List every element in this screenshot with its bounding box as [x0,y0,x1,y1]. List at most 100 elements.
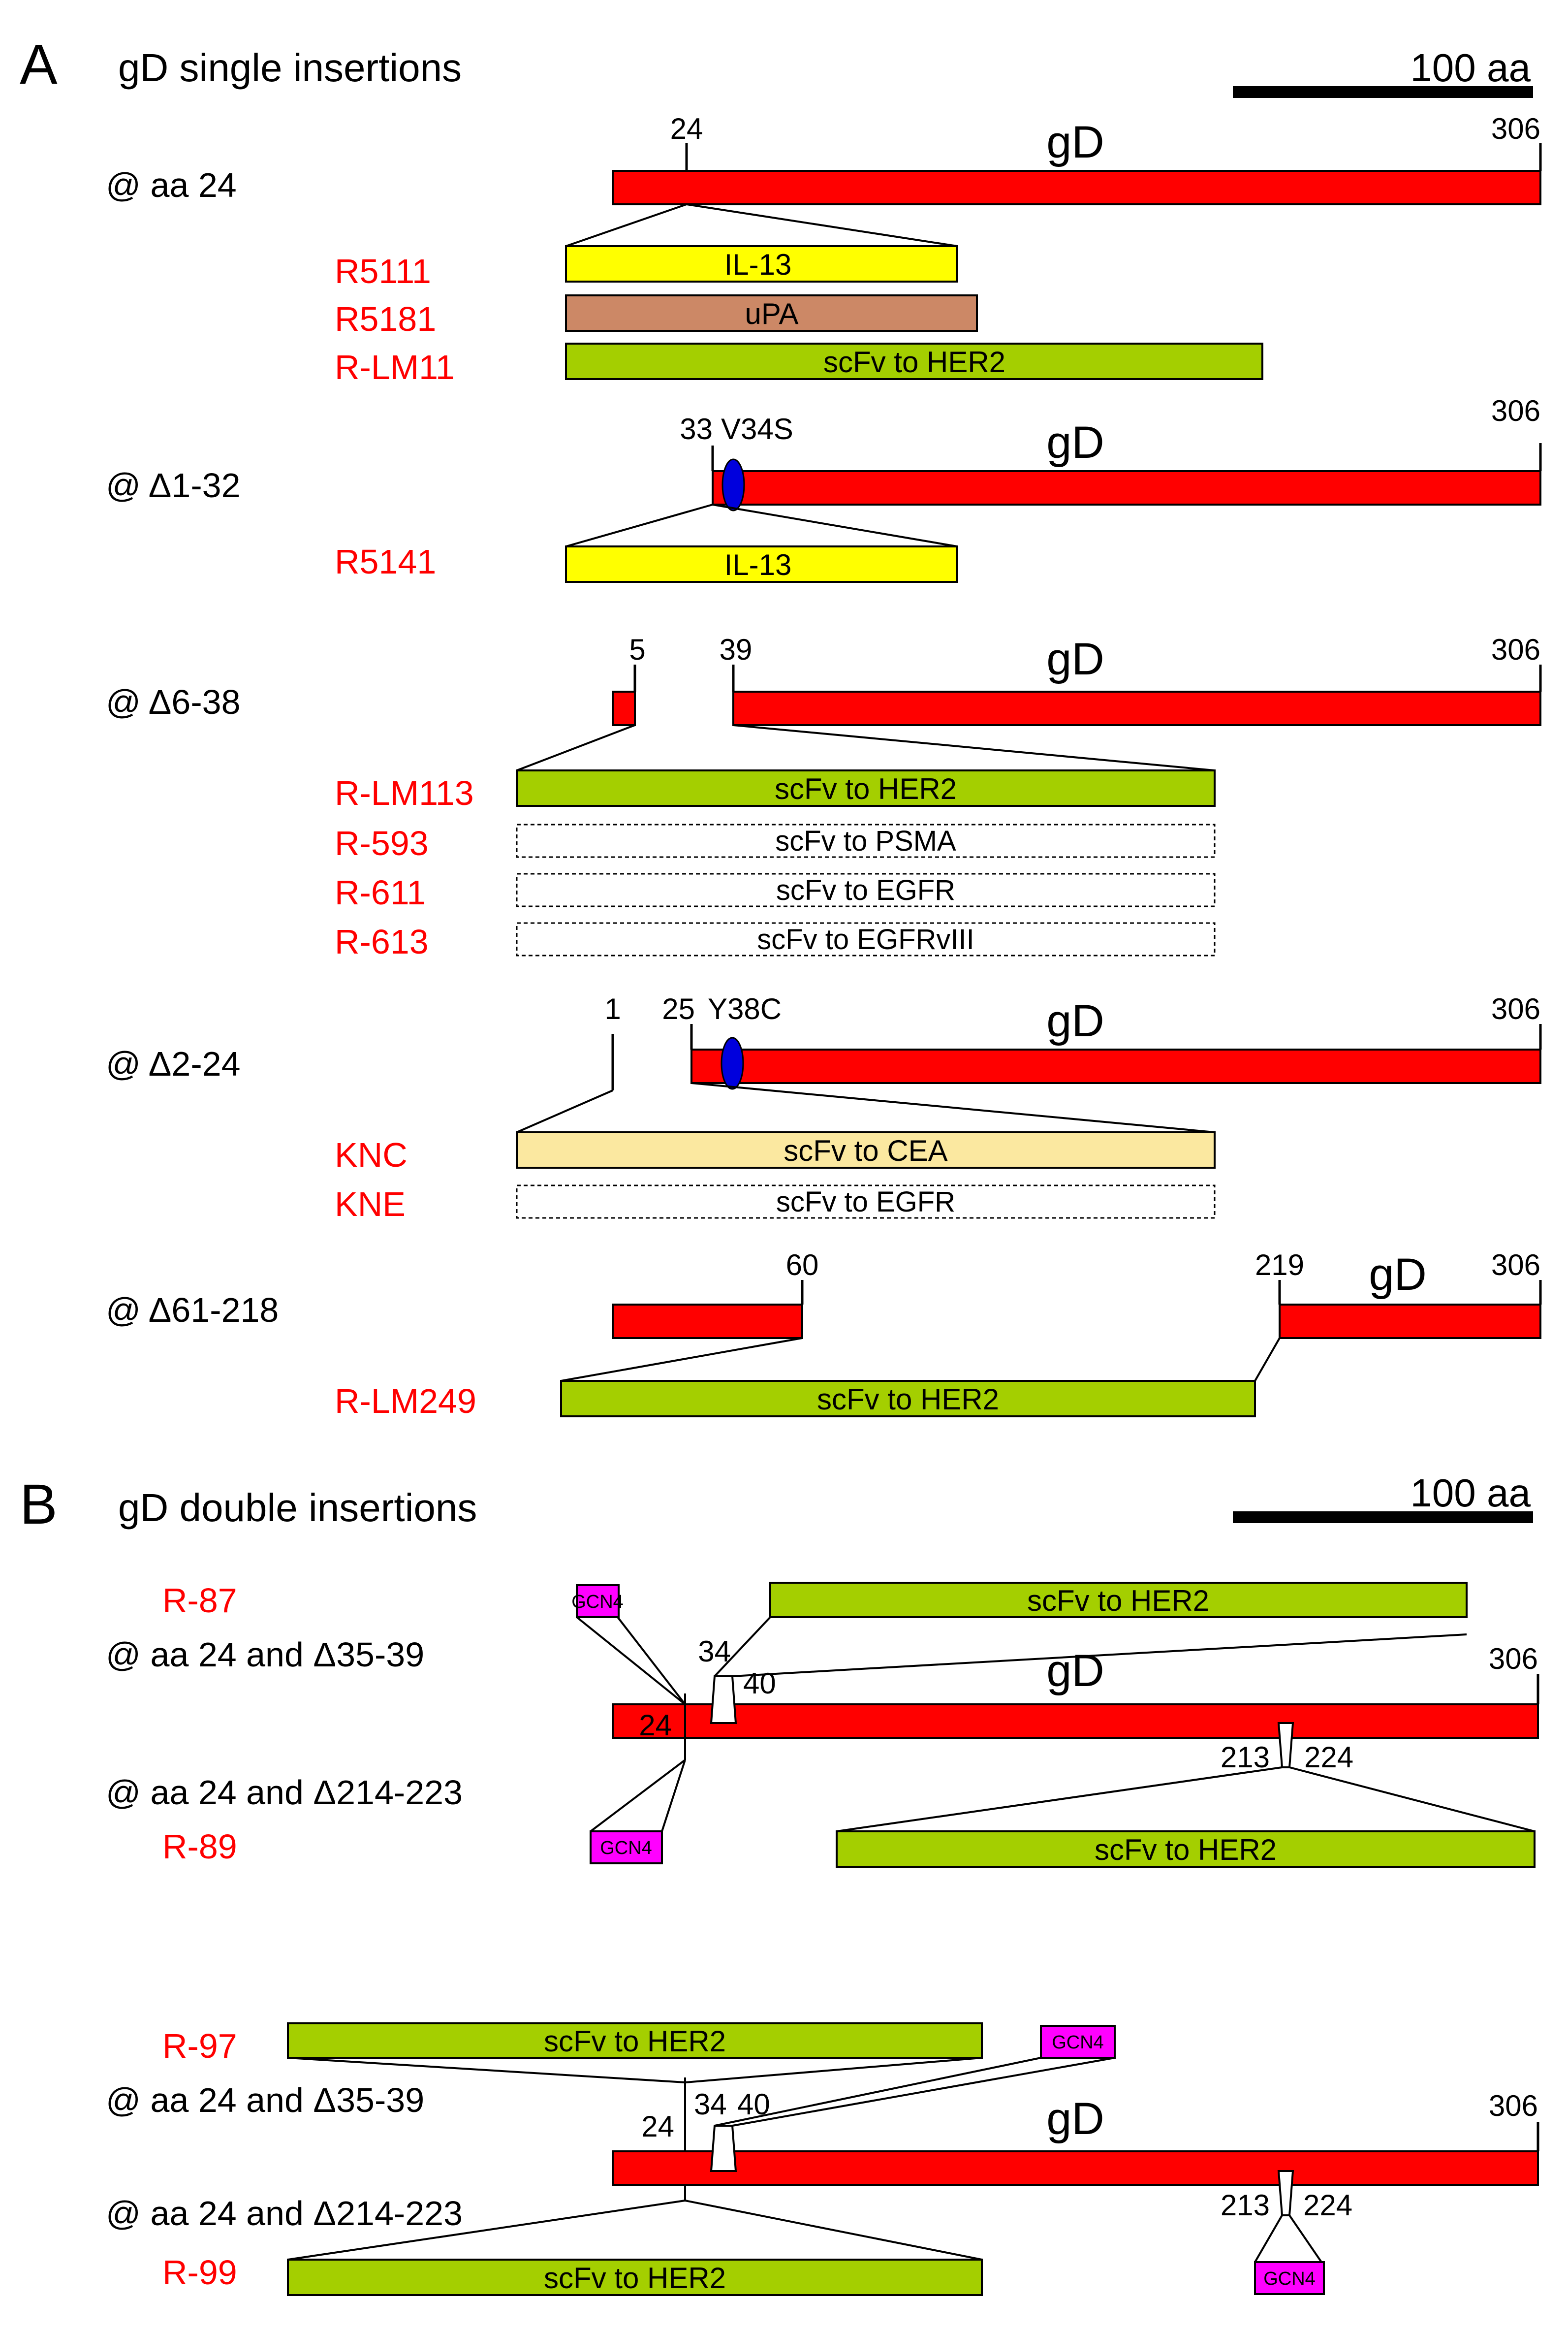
deletion-notch [710,1675,737,1724]
insert-label: scFv to HER2 [823,346,1005,379]
construct-name: R5141 [335,543,436,581]
construct-name: R-87 [162,1581,237,1620]
insert-box-outline [516,1184,1216,1219]
position-label: 306 [1491,394,1540,427]
mutation-label: Y38C [708,992,782,1025]
gd-fragment-n [612,1304,803,1339]
insert-box [769,1582,1468,1618]
insert-label: uPA [745,297,799,330]
insert-box [565,545,958,583]
gd-bar [612,1703,1539,1739]
insert-label: IL-13 [724,248,792,281]
panel-a-letter: A [20,33,58,96]
insertion-connector [714,2057,1041,2127]
double-insertion-group-2: R-97 @ aa 24 and Δ35-39 @ aa 24 and Δ214… [106,2022,1539,2296]
construct-name: R-613 [335,923,429,961]
position-label: 306 [1489,1642,1538,1675]
construct-del61-218: @ Δ61-218 gD 60 219 306 R-LM249 scFv to … [106,1248,1542,1420]
position-label: 60 [786,1248,819,1281]
gd-bar [612,2150,1539,2186]
position-label: 224 [1304,1741,1353,1774]
position-label: 1 [604,992,621,1025]
panel-b-scale-bar [1233,1511,1533,1523]
construct-name: R-611 [335,873,426,912]
gcn4-box [1254,2261,1325,2295]
construct-name: KNC [335,1136,408,1174]
insert-box [560,1380,1256,1417]
insertion-connector [1289,1766,1535,1832]
position-label: 306 [1491,633,1540,666]
insert-label: scFv to EGFRvIII [757,924,974,956]
insert-label: scFv to HER2 [1095,1833,1277,1866]
insertion-connector [287,2200,686,2261]
position-label: 219 [1255,1248,1304,1281]
position-label: 5 [629,633,645,666]
insertion-connector [1288,2214,1322,2263]
insert-box [516,769,1216,807]
position-label: 306 [1491,1248,1540,1281]
insertion-connector [661,1759,686,1832]
site-label: @ Δ61-218 [106,1291,279,1329]
insertion-connector [576,1616,686,1705]
insertion-connector [685,2057,982,2083]
insert-label: scFv to HER2 [817,1383,999,1416]
insert-label: scFv to HER2 [544,2025,726,2058]
insert-label: IL-13 [724,548,792,581]
insertion-connector [732,2057,1115,2127]
gd-fragment-n [612,691,636,726]
gcn4-label: GCN4 [600,1838,652,1858]
site-label: @ aa 24 [106,166,237,204]
position-label: 213 [1221,1741,1270,1774]
position-label: 224 [1303,2189,1352,2222]
insert-box-outline [516,824,1216,858]
insert-box [565,245,958,283]
position-label: 306 [1489,2089,1538,2122]
insertion-connector [565,203,958,247]
insert-label: scFv to EGFR [776,874,955,906]
insertion-connector [287,2057,686,2083]
insert-box-outline [516,922,1216,957]
site-label: @ aa 24 and Δ214-223 [106,1773,463,1812]
gcn4-box [590,1830,663,1864]
position-label: 34 [694,2088,727,2121]
position-label: 213 [1221,2189,1270,2222]
construct-name: R5111 [335,252,431,290]
insert-label: scFv to CEA [784,1134,947,1167]
position-label: 306 [1491,112,1540,145]
panel-b-letter: B [20,1473,58,1536]
gd-bar [612,170,1541,205]
gd-label: gD [1046,117,1104,167]
site-label: @ Δ1-32 [106,466,241,505]
position-label: 24 [639,1709,672,1742]
construct-aa24: @ aa 24 gD 24 306 R5111 IL-13 R5181 uPA … [106,112,1542,386]
gd-bar [1279,1304,1541,1339]
gd-label: gD [1046,417,1104,468]
position-label: 24 [641,2110,674,2143]
site-label: @ aa 24 and Δ35-39 [106,1635,424,1674]
insertion-connector [714,1616,771,1677]
insert-label: scFv to PSMA [775,825,956,857]
gcn4-box [1040,2025,1116,2059]
deletion-notch [1277,2170,1294,2216]
construct-del1-32: @ Δ1-32 gD 33 V34S 306 R5141 IL-13 [106,394,1542,583]
mutation-label: V34S [721,413,793,446]
insert-box [565,343,1263,380]
insert-box [287,2259,983,2296]
insertion-connector [516,1089,613,1133]
construct-name: KNE [335,1185,406,1223]
deletion-notch [710,2125,737,2172]
insertion-connector [1254,2214,1283,2263]
insert-box [836,1830,1536,1868]
insertion-connector [733,724,1215,771]
site-label: @ Δ2-24 [106,1045,241,1083]
position-label: 34 [698,1635,731,1668]
mutation-marker [721,1037,744,1090]
double-insertion-group-1: R-87 @ aa 24 and Δ35-39 @ aa 24 and Δ214… [106,1581,1539,1868]
insertion-connector [617,1616,686,1705]
insertion-connector [685,2200,982,2261]
construct-del6-38: @ Δ6-38 gD 5 39 306 R-LM113 scFv to HER2… [106,633,1542,961]
deletion-notch [1277,1722,1294,1768]
position-label: 25 [662,992,695,1025]
position-label: 39 [720,633,753,666]
panel-b-title: gD double insertions [118,1486,477,1530]
